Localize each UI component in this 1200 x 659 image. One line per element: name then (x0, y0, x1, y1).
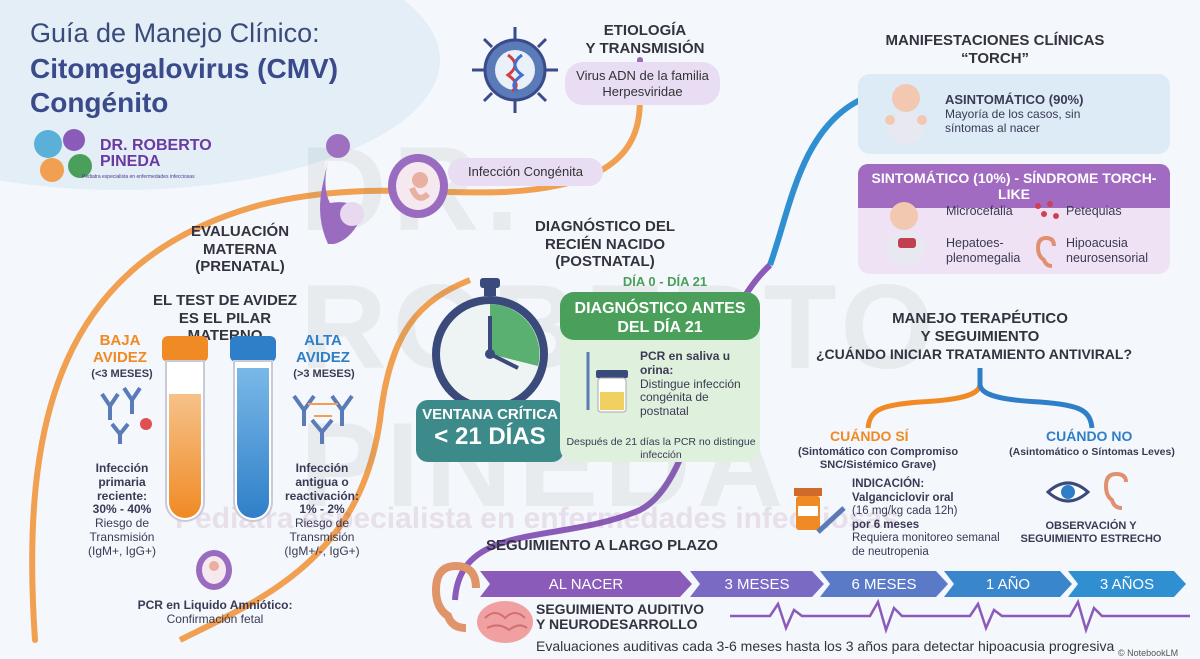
antibody-low-icon (100, 386, 152, 444)
days-label: DÍA 0 - DÍA 21 (622, 274, 708, 289)
large-ear-icon (431, 562, 480, 632)
manifestations-title: MANIFESTACIONES CLÍNICAS “TORCH” (885, 32, 1105, 67)
brain-icon (477, 601, 533, 643)
maternal-title: EVALUACIÓN MATERNA (PRENATAL) (190, 223, 290, 276)
sign-petechiae: Petequias (1066, 204, 1122, 218)
followup-title: SEGUIMIENTO A LARGO PLAZO (486, 537, 718, 554)
low-avidity-time: (<3 MESES) (91, 368, 153, 380)
fetus-small-icon (196, 550, 232, 590)
stopwatch-icon (432, 278, 548, 412)
treatment-question: ¿CUÁNDO INICIAR TRATAMIENTO ANTIVIRAL? (816, 346, 1133, 362)
page-title-line2: Citomegalovirus (CMV) Congénito (30, 53, 339, 118)
timeline-step-4: 1 AÑO (944, 571, 1072, 597)
when-yes-label: CUÁNDO SÍ (830, 428, 909, 444)
eye-ear-icon (1046, 472, 1128, 510)
medication-icon (794, 488, 846, 534)
high-avidity-time: (>3 MESES) (293, 368, 355, 380)
logo-name: DR. ROBERTO PINEDA (100, 137, 212, 170)
sick-baby-icon (886, 202, 926, 266)
sign-hearing-loss: Hipoacusia neurosensorial (1066, 236, 1148, 265)
antibody-high-icon (292, 394, 354, 444)
avidity-test-title: EL TEST DE AVIDEZ ES EL PILAR MATERNO (153, 292, 297, 345)
orange-tube-cap (162, 336, 208, 362)
blue-tube (233, 360, 273, 522)
congenital-infection-label: Infección Congénita (448, 158, 603, 186)
timeline-step-1: AL NACER (480, 571, 692, 597)
timeline-step-5: 3 AÑOS (1068, 571, 1186, 597)
when-no-action: OBSERVACIÓN Y SEGUIMIENTO ESTRECHO (1020, 520, 1162, 546)
sample-cup-icon (586, 352, 628, 413)
virus-icon (472, 27, 558, 113)
blue-tube-cap (230, 336, 276, 362)
sign-microcephaly: Microcefalia (946, 204, 1013, 218)
audiogram-wave-icon (730, 598, 1190, 635)
pregnant-woman-icon (320, 134, 448, 244)
etiology-title: ETIOLOGÍA Y TRANSMISIÓN (585, 22, 705, 57)
when-yes-description: (Sintomático con Compromiso SNC/Sistémic… (797, 446, 959, 472)
sign-hepatosplenomegaly: Hepatoes- plenomegalia (946, 236, 1021, 265)
timeline-step-3: 6 MESES (820, 571, 948, 597)
when-no-label: CUÁNDO NO (1046, 428, 1133, 444)
management-title: MANEJO TERAPÉUTICO Y SEGUIMIENTO (892, 310, 1068, 345)
page-title-line1: Guía de Manejo Clínico: (30, 18, 320, 48)
after-21-days-note: Después de 21 días la PCR no distingue i… (566, 436, 756, 461)
saliva-pcr: PCR en saliva u orina: Distingue infecci… (640, 349, 741, 419)
high-avidity-description: Infección antigua o reactivación: 1% - 2… (284, 461, 360, 558)
timeline-step-2: 3 MESES (690, 571, 824, 597)
asymptomatic-title: ASINTOMÁTICO (90%) (945, 92, 1084, 107)
followup-subtitle: SEGUIMIENTO AUDITIVO Y NEURODESARROLLO (536, 601, 705, 633)
virus-description: Virus ADN de la familia Herpesviridae (565, 62, 720, 106)
followup-description: Evaluaciones auditivas cada 3-6 meses ha… (536, 638, 1115, 654)
newborn-title: DIAGNÓSTICO DEL RECIÉN NACIDO (POSTNATAL… (534, 218, 675, 271)
low-avidity-label: BAJA AVIDEZ (93, 332, 147, 367)
ear-icon (1036, 236, 1056, 268)
low-avidity-description: Infección primaria reciente: 30% - 40% R… (87, 461, 157, 558)
logo-subtitle: Pediatra especialista en enfermedades in… (82, 174, 195, 180)
newborn-diagnosis-head: DIAGNÓSTICO ANTES DEL DÍA 21 (560, 292, 760, 340)
amniotic-pcr: PCR en Liquido Amniótico: Confirmación f… (137, 598, 293, 627)
when-no-description: (Asintomático o Síntomas Leves) (1009, 446, 1175, 458)
petechiae-icon (1035, 201, 1059, 219)
logo-icon (34, 129, 92, 182)
baby-icon (885, 84, 927, 144)
watermark-tagline: Pediatra especialista en enfermedades in… (175, 502, 899, 535)
asymptomatic-description: Mayoría de los casos, sin síntomas al na… (945, 107, 1081, 135)
critical-window-badge: VENTANA CRÍTICA < 21 DÍAS (416, 400, 564, 462)
treatment-indication: INDICACIÓN: Valganciclovir oral (16 mg/k… (852, 478, 1000, 558)
footer-credit: © NotebookLM (1118, 648, 1179, 658)
symptomatic-head: SINTOMÁTICO (10%) - SÍNDROME TORCH-LIKE (858, 164, 1170, 208)
orange-tube (165, 360, 205, 522)
high-avidity-label: ALTA AVIDEZ (296, 332, 350, 367)
